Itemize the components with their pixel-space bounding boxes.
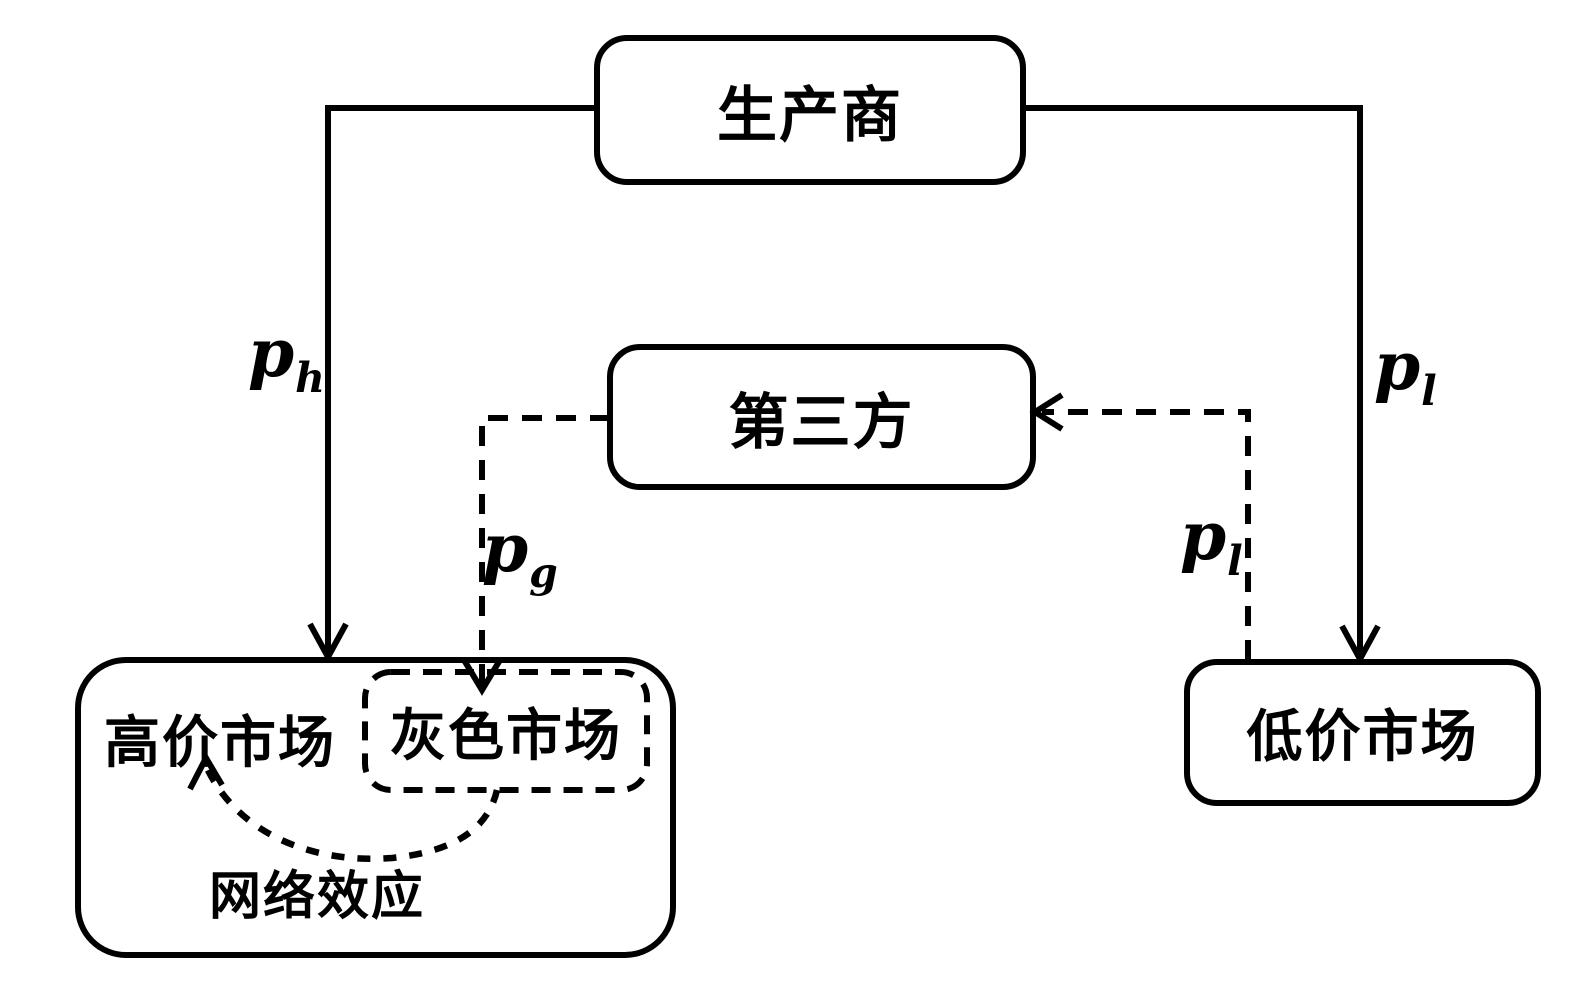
low-price-market-label: 低价市场: [1246, 705, 1479, 768]
arrowhead-down-high-price: [307, 622, 349, 664]
price-gray-sub: g: [529, 549, 558, 598]
edge-producer-to-high-price: [325, 105, 597, 652]
high-price-market-box: [75, 657, 676, 958]
arrowhead-down-low-price: [1339, 624, 1381, 666]
price-low-third-sub: l: [1227, 537, 1243, 586]
third-party-label: 第三方: [728, 388, 915, 456]
arrowhead-down-gray-market: [461, 658, 503, 696]
price-high-base: p: [248, 314, 295, 392]
price-gray-base: p: [482, 509, 529, 587]
edge-producer-to-low-price: [1023, 105, 1363, 654]
network-effect-label: 网络效应: [208, 867, 425, 926]
price-high-label: ph: [248, 320, 325, 399]
edge-third-party-to-gray-market: [479, 415, 610, 684]
price-low-third-label: pl: [1180, 503, 1243, 582]
price-low-third-base: p: [1180, 497, 1227, 575]
price-gray-label: pg: [482, 515, 558, 594]
price-high-sub: h: [295, 354, 325, 403]
gray-market-box: [362, 669, 650, 793]
high-price-market-label: 高价市场: [104, 710, 336, 774]
arrowhead-up-network-effect: [187, 751, 225, 791]
producer-label: 生产商: [717, 81, 903, 149]
edge-network-effect-curve: [203, 764, 501, 862]
price-low-direct-base: p: [1374, 327, 1421, 405]
price-low-direct-label: pl: [1374, 333, 1437, 412]
edge-low-price-to-third-party: [1042, 409, 1251, 660]
gray-market-label: 灰色市场: [390, 703, 622, 767]
low-price-market-box: [1184, 659, 1541, 806]
price-low-direct-sub: l: [1421, 367, 1437, 416]
arrowhead-left-third-party: [1029, 392, 1064, 432]
